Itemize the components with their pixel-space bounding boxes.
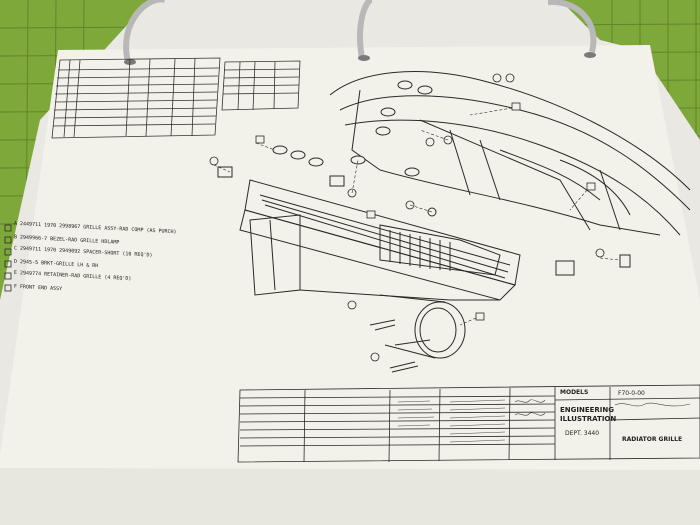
grille-assembly-drawing (239, 179, 521, 301)
dept-label: DEPT. 3440 (565, 430, 600, 437)
note-b-key: B (14, 234, 18, 241)
note-d-key: D (14, 258, 18, 265)
part-name: RADIATOR GRILLE (622, 436, 683, 443)
note-c-key: C (14, 245, 18, 252)
drawing-number: F70-0-00 (618, 390, 645, 397)
bezel-drawing (379, 294, 466, 359)
models-label: MODELS (560, 389, 589, 396)
paper-sheet (0, 45, 700, 470)
spacer-parts (217, 80, 631, 276)
screws (369, 207, 437, 373)
revision-entries (397, 399, 691, 443)
revision-table (237, 384, 700, 463)
leader-lines (213, 107, 621, 326)
illustration-label: ILLUSTRATION (560, 415, 617, 423)
parts-table-left (51, 57, 221, 139)
callout-markers (209, 73, 605, 362)
note-a-key: A (14, 220, 18, 227)
parts-table-center (221, 60, 301, 111)
engineering-label: ENGINEERING (560, 406, 615, 414)
binder-rings (123, 0, 597, 63)
note-f-key: F (14, 283, 18, 290)
note-e-key: E (14, 269, 18, 277)
paper-shadow (0, 468, 700, 525)
notes-legend-boxes (4, 224, 12, 292)
